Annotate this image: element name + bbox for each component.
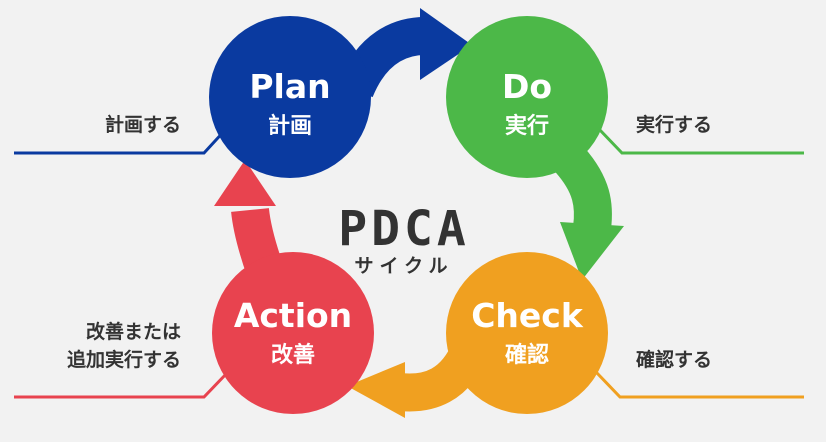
do-label-ja: 実行 bbox=[505, 113, 549, 139]
do-node: Do 実行 bbox=[446, 16, 608, 178]
plan-node: Plan 計画 bbox=[209, 16, 371, 178]
check-note: 確認する bbox=[636, 348, 712, 371]
plan-label-ja: 計画 bbox=[268, 113, 312, 139]
action-circle bbox=[212, 252, 374, 414]
action-connector-line bbox=[14, 370, 230, 399]
plan-circle bbox=[209, 16, 371, 178]
action-note-line1: 改善または bbox=[86, 320, 181, 343]
do-connector-line bbox=[596, 126, 804, 155]
check-circle bbox=[446, 252, 608, 414]
plan-label-en: Plan bbox=[249, 67, 330, 106]
action-label-ja: 改善 bbox=[271, 342, 315, 368]
center-title: PDCA bbox=[338, 201, 470, 257]
arrow-do-to-check bbox=[555, 147, 624, 280]
do-circle bbox=[446, 16, 608, 178]
check-connector-line bbox=[594, 370, 804, 399]
do-label-en: Do bbox=[502, 67, 552, 106]
action-label-en: Action bbox=[234, 296, 352, 335]
do-note: 実行する bbox=[636, 113, 712, 136]
center-subtitle: サイクル bbox=[354, 255, 453, 277]
arrow-action-to-plan bbox=[214, 160, 283, 277]
action-note-line2: 追加実行する bbox=[67, 348, 181, 371]
check-label-ja: 確認 bbox=[505, 342, 549, 368]
plan-note: 計画する bbox=[105, 113, 181, 136]
action-node: Action 改善 bbox=[212, 252, 374, 414]
check-label-en: Check bbox=[471, 296, 584, 335]
check-node: Check 確認 bbox=[446, 252, 608, 414]
